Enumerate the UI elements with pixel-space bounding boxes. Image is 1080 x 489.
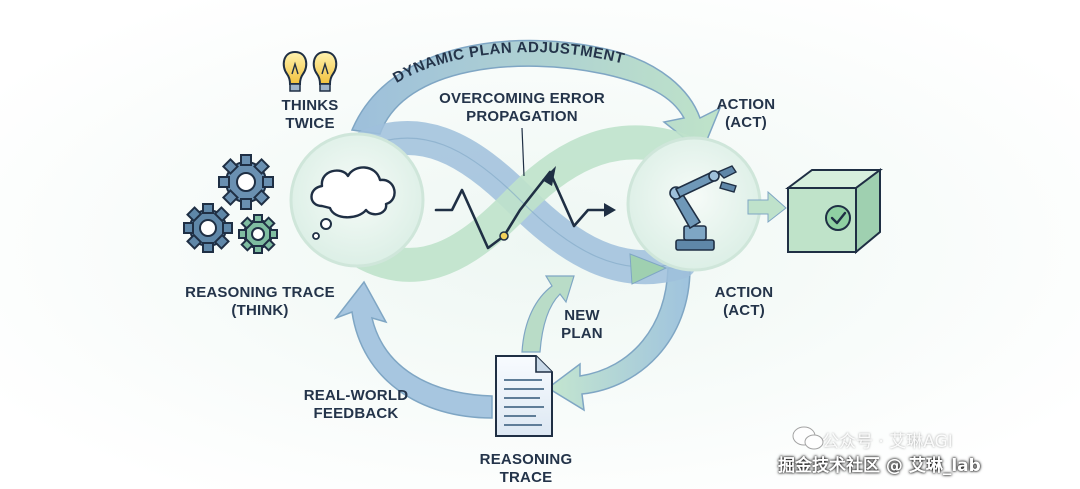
act-to-trace-arrow	[546, 267, 691, 412]
gear-icon	[183, 154, 278, 254]
action-bottom-label: ACTION(ACT)	[714, 284, 774, 319]
watermark-line1: 公众号 · 艾琳AGI	[822, 432, 953, 452]
watermark-line2: 掘金技术社区 @ 艾琳_lab	[778, 456, 981, 476]
action-top-label: ACTION(ACT)	[716, 96, 776, 131]
wechat-icon	[792, 426, 824, 450]
lightbulb-icon	[282, 50, 338, 92]
cube-check-icon	[785, 168, 883, 255]
dynamic-plan-arrow	[350, 39, 722, 154]
feedback-arrow	[333, 280, 493, 419]
document-icon	[495, 355, 553, 437]
reasoning-circle	[289, 132, 425, 268]
act-to-cube-arrow	[747, 190, 787, 224]
infinity-loop	[343, 121, 697, 285]
reasoning-trace-think-label: REASONING TRACE(THINK)	[185, 284, 335, 319]
zigzag-trend-icon	[434, 127, 616, 250]
robot-arm-icon	[669, 165, 738, 251]
action-circle	[626, 136, 762, 272]
new-plan-arrow	[521, 275, 575, 353]
cloud-thought-icon	[310, 166, 396, 240]
